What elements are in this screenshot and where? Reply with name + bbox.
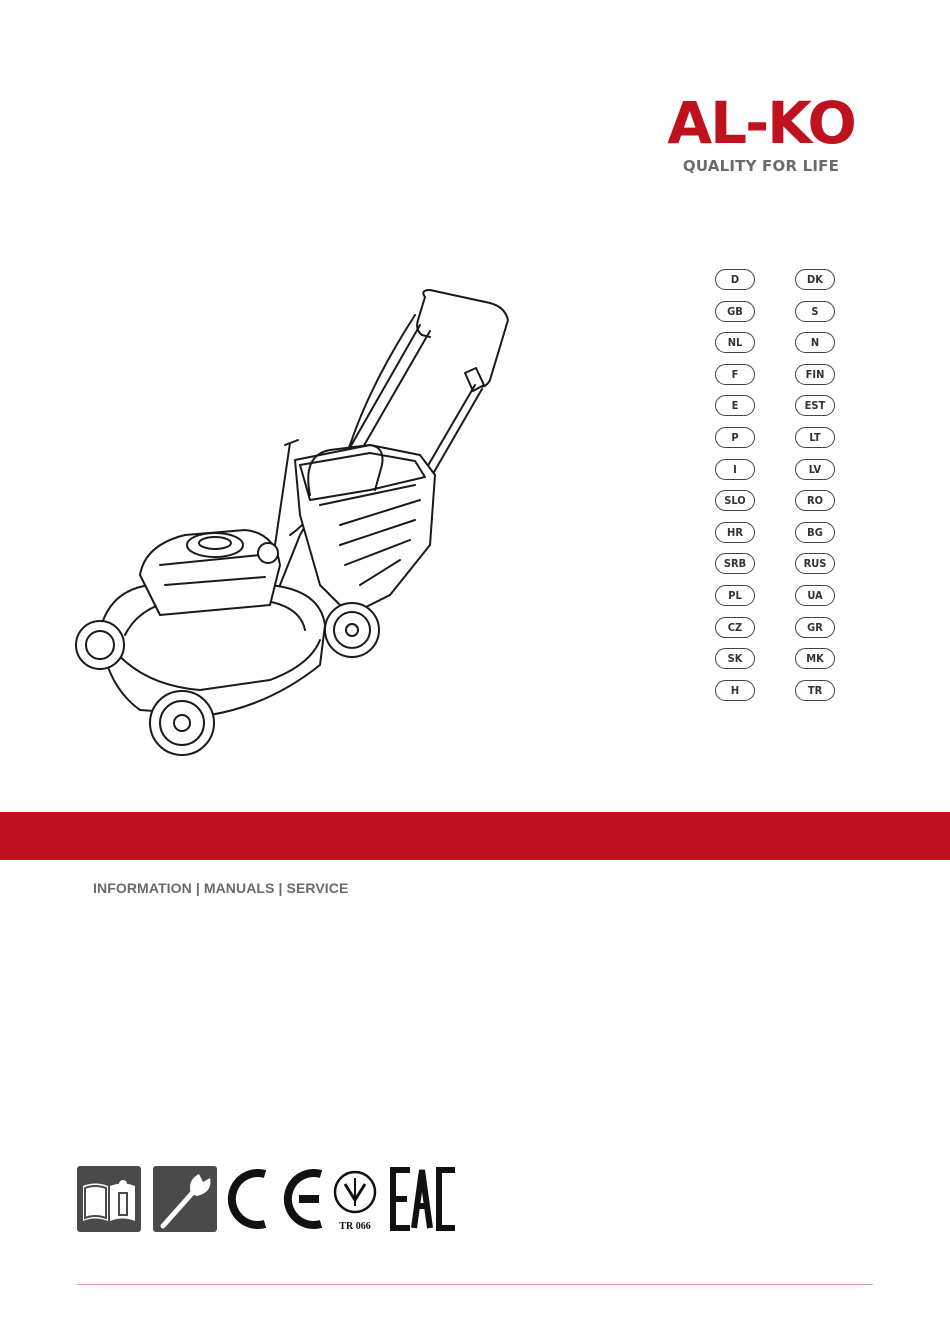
wrench-service-icon <box>153 1166 217 1232</box>
language-code: TR <box>795 680 835 701</box>
language-code: RO <box>795 490 835 511</box>
language-code: RUS <box>795 553 835 574</box>
language-code: DK <box>795 269 835 290</box>
language-code: D <box>715 269 755 290</box>
language-code: P <box>715 427 755 448</box>
language-code: CZ <box>715 617 755 638</box>
eac-mark <box>393 1170 455 1228</box>
brand-name: AL-KO <box>664 93 858 153</box>
language-code: LT <box>795 427 835 448</box>
language-code: E <box>715 395 755 416</box>
language-code: SLO <box>715 490 755 511</box>
read-manual-icon <box>77 1166 141 1232</box>
lawn-mower-illustration <box>70 285 520 765</box>
language-code: I <box>715 459 755 480</box>
red-band <box>0 812 950 860</box>
ce-mark <box>232 1173 321 1225</box>
tr-066-mark: TR 066 <box>335 1172 375 1232</box>
language-code: H <box>715 680 755 701</box>
language-list: D DK GB S NL N F FIN E EST P LT I LV SLO… <box>715 269 835 701</box>
info-line: INFORMATION | MANUALS | SERVICE <box>93 880 348 896</box>
language-code: PL <box>715 585 755 606</box>
language-code: HR <box>715 522 755 543</box>
language-code: NL <box>715 332 755 353</box>
language-code: EST <box>795 395 835 416</box>
language-code: N <box>795 332 835 353</box>
language-code: GR <box>795 617 835 638</box>
language-code: FIN <box>795 364 835 385</box>
language-code: F <box>715 364 755 385</box>
certification-marks: TR 066 <box>77 1166 457 1232</box>
brand-logo: AL-KO QUALITY FOR LIFE <box>664 93 858 175</box>
language-code: LV <box>795 459 835 480</box>
footer-rule <box>77 1284 873 1285</box>
language-code: GB <box>715 301 755 322</box>
language-code: S <box>795 301 835 322</box>
language-code: BG <box>795 522 835 543</box>
language-code: UA <box>795 585 835 606</box>
language-code: SRB <box>715 553 755 574</box>
language-code: MK <box>795 648 835 669</box>
language-code: SK <box>715 648 755 669</box>
tr-mark-label: TR 066 <box>339 1221 370 1232</box>
brand-tagline: QUALITY FOR LIFE <box>664 157 858 175</box>
